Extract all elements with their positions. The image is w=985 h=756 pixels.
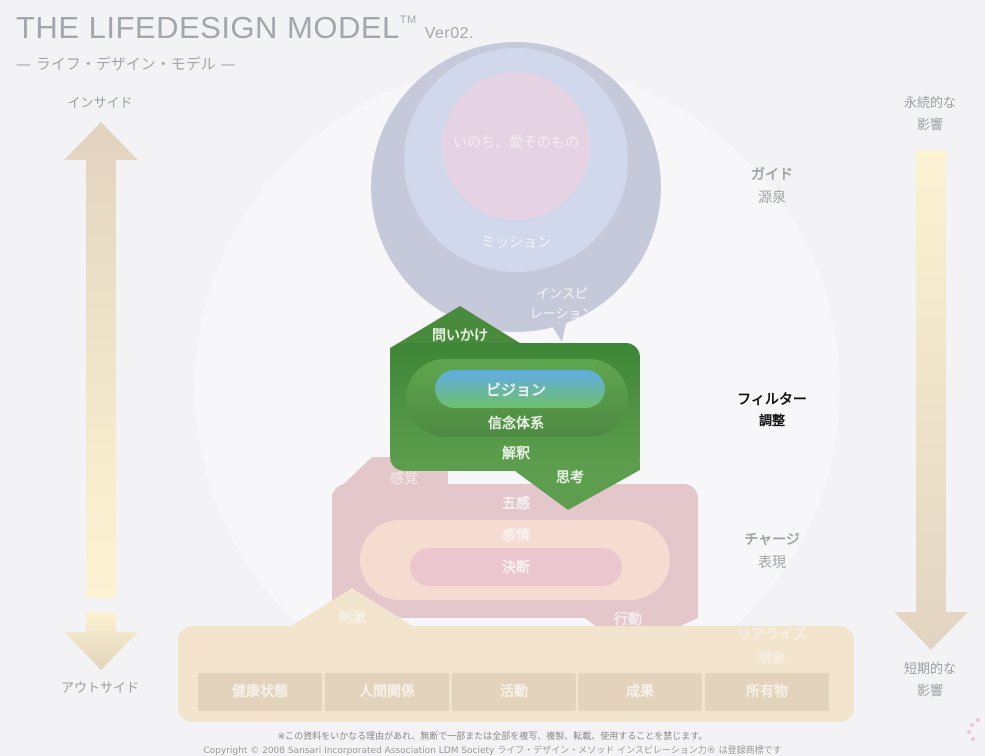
charge-level-sub: 表現 [758,555,786,571]
charge-level-title: チャージ [744,532,800,548]
filter-level-title: フィルター [737,392,807,408]
realize-box-health: 健康状態 [198,673,322,711]
version-label: Ver02. [424,25,474,42]
life-love-label: いのち、愛そのもの [453,135,579,151]
realize-level-sub: 現象 [758,651,786,667]
mission-label: ミッション [481,235,551,251]
emotion-label: 感情 [502,528,530,544]
inside-label: インサイド [67,96,133,111]
vision-oval [435,370,605,408]
stimulus-label: 刺激 [338,610,366,626]
guide-level-sub: 源泉 [758,190,786,206]
action-tab [560,600,698,650]
interpretation-label: 解釈 [502,446,530,462]
long-term-label: 永続的な影響 [903,96,956,133]
decision-oval [410,548,622,586]
realize-level-title: リアライズ [737,627,807,643]
vision-label: ビジョン [485,381,546,399]
inspiration-label: インスピレーション [529,287,595,322]
beliefs-label: 信念体系 [488,416,544,432]
model-title: THE LIFEDESIGN MODELTMVer02. [16,10,474,45]
question-label: 問いかけ [432,328,488,344]
short-term-label: 短期的な影響 [903,662,956,699]
thinking-label: 思考 [556,470,584,486]
inspiration-tail [510,260,580,342]
usage-note: ※この資料をいかなる理由があれ、無断で一部または全部を複写、複製、転載、使用する… [277,732,708,742]
realize-box-results: 成果 [578,673,702,711]
sensation-label: 感覚 [390,471,418,487]
filter-level-sub: 調整 [758,414,785,429]
outside-label: アウトサイド [60,681,139,696]
stimulus-tab [288,588,416,628]
decision-label: 決断 [502,560,530,576]
realize-box-relations: 人間関係 [325,673,449,711]
realize-box-possessions: 所有物 [705,673,829,711]
five-senses-label: 五感 [502,496,530,512]
action-label: 行動 [614,612,642,628]
decorative-dots-icon [967,718,980,741]
long-short-influence-arrow [894,150,968,650]
model-subtitle: — ライフ・デザイン・モデル — [16,55,236,73]
copyright-line: Copyright © 2008 Sansari Incorporated As… [203,746,782,756]
realize-box-activity: 活動 [452,673,576,711]
thinking-tab [500,460,640,510]
life-love-circle [442,72,590,220]
inside-outside-arrow [64,122,138,670]
guide-level-title: ガイド [751,167,793,183]
